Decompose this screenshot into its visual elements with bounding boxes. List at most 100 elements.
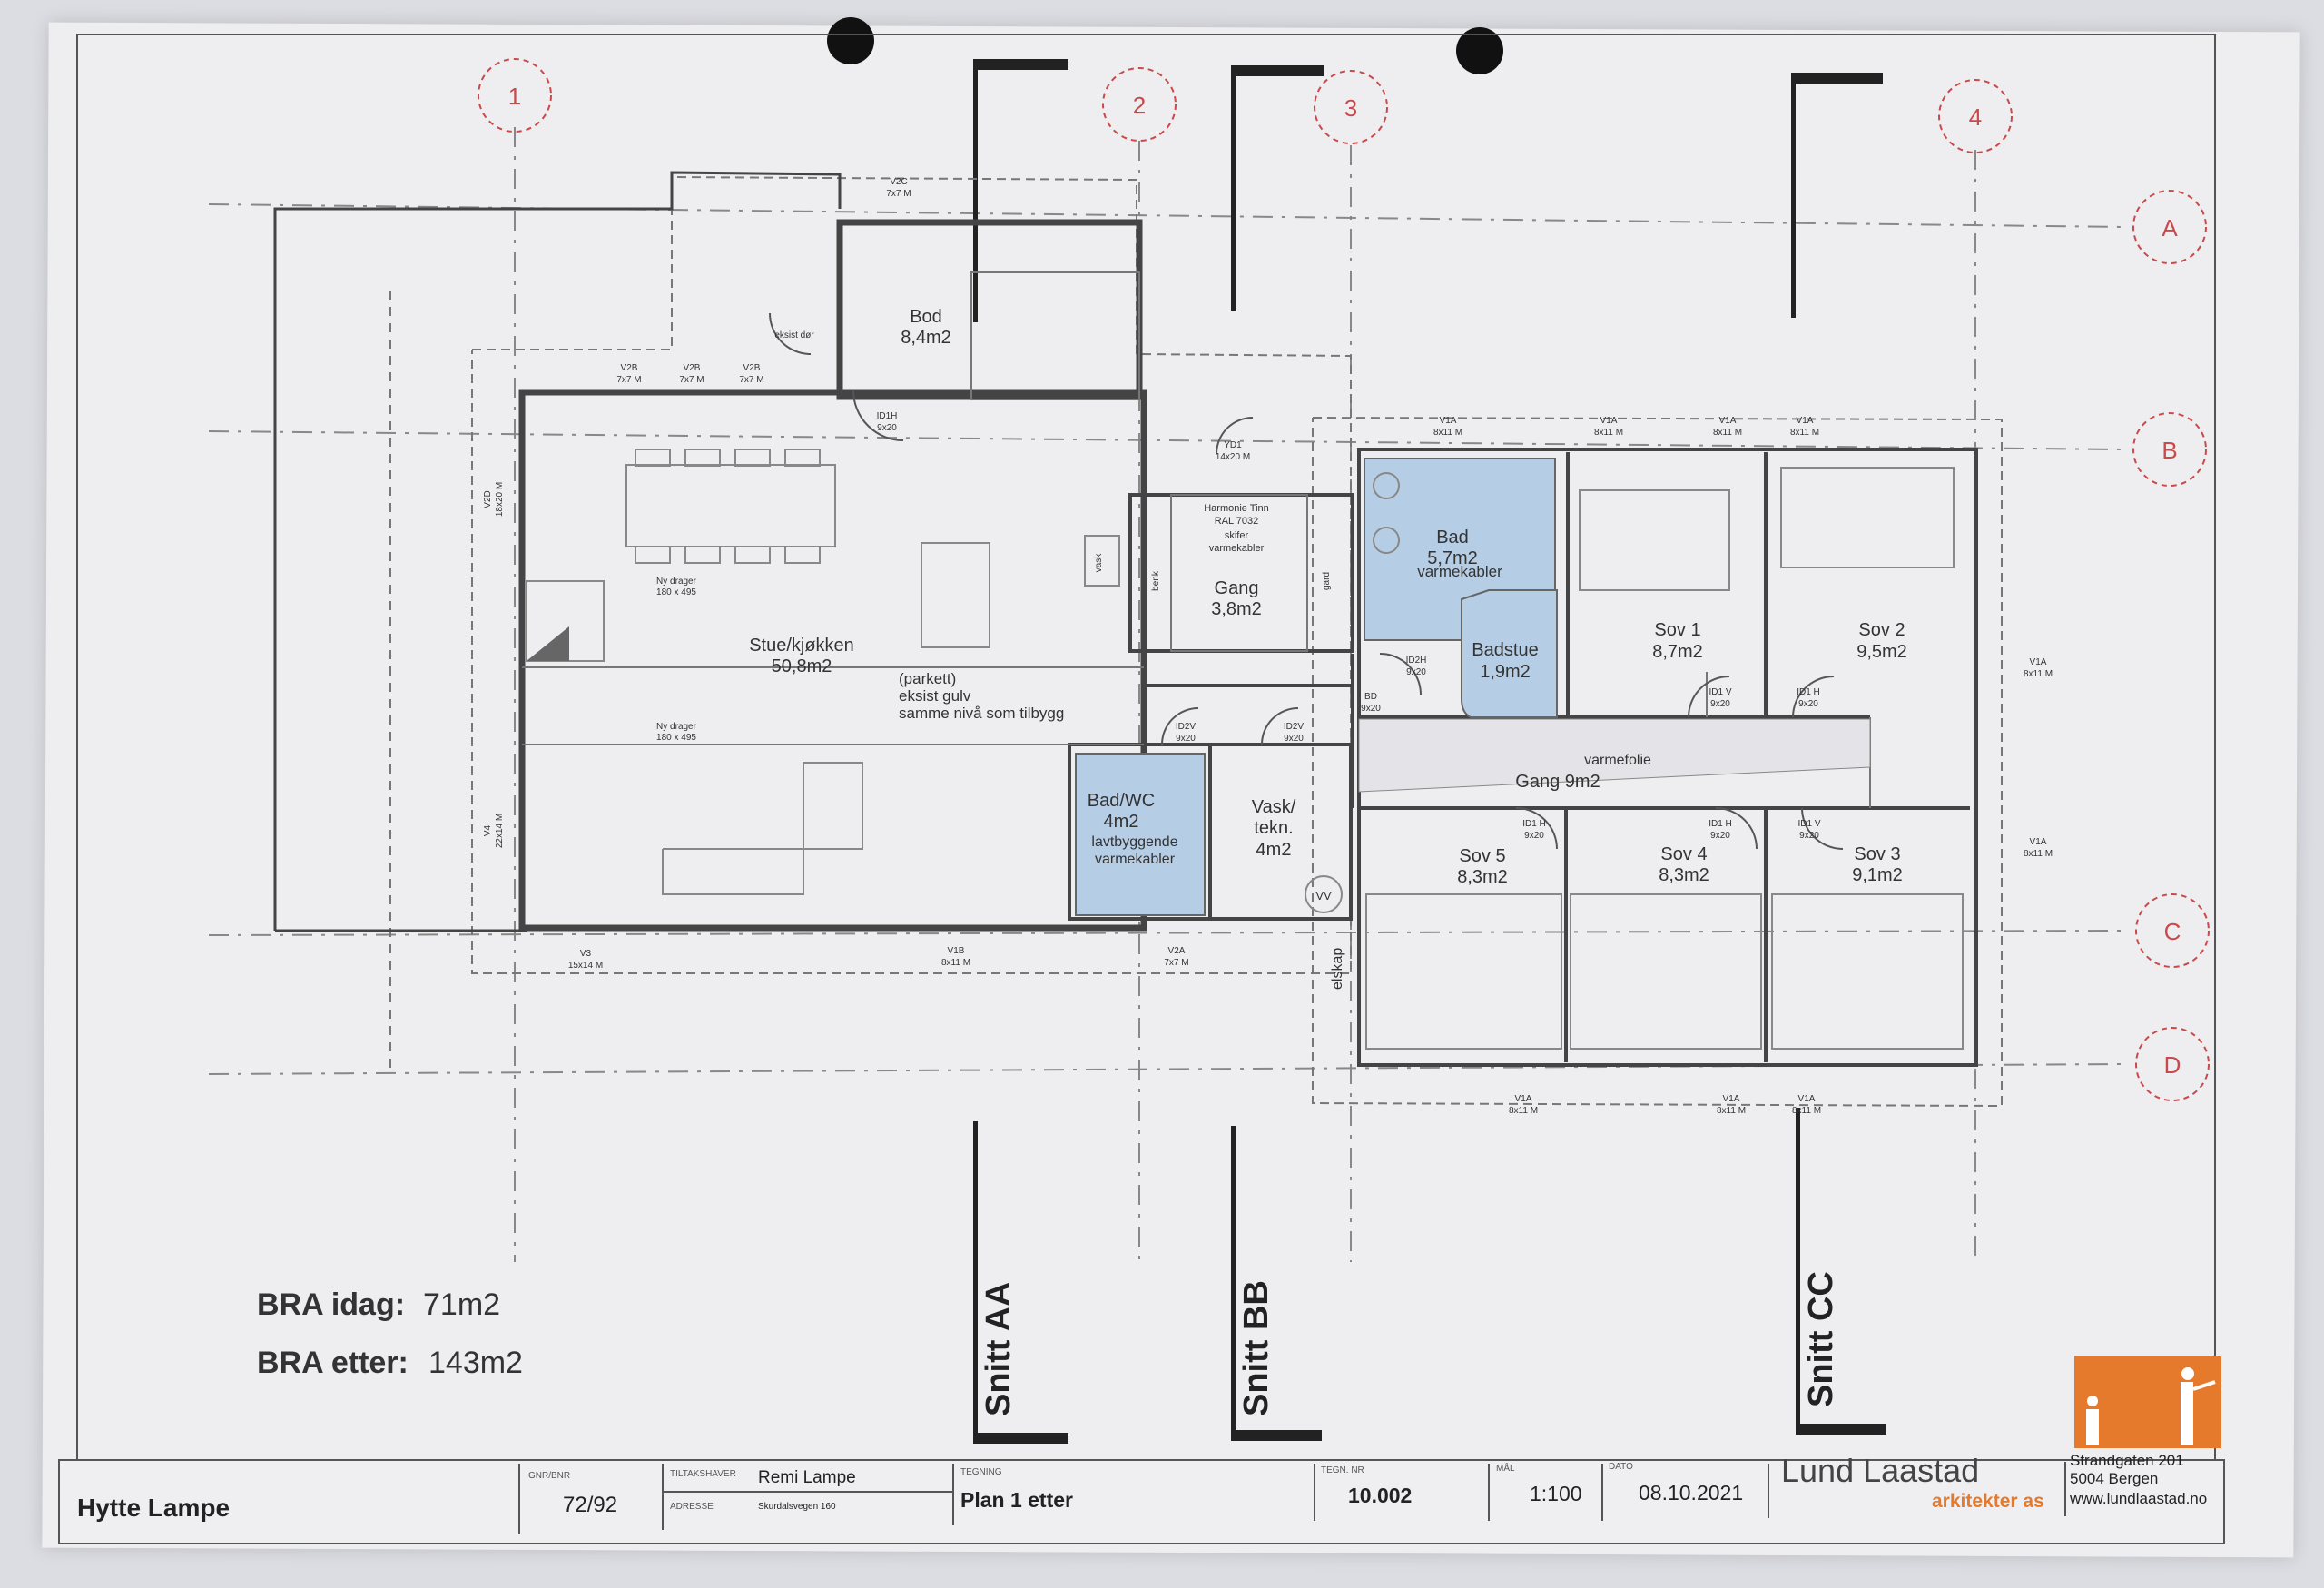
title-block: Hytte Lampe GNR/BNR 72/92 TILTAKSHAVER R… (58, 1452, 2225, 1544)
terrace-outline (273, 171, 842, 931)
bed-sov2 (1780, 467, 1955, 568)
tag-id2v-2-size: 9x20 (1284, 734, 1304, 744)
grid-label-3: 3 (1344, 94, 1357, 122)
owner-label: TILTAKSHAVER (670, 1469, 736, 1479)
bra-idag-label: BRA idag: (257, 1287, 405, 1322)
tag-bd-size: 9x20 (1361, 704, 1381, 714)
room-badwc-note1: lavtbyggende (1091, 834, 1177, 850)
bed-sov3 (1771, 893, 1964, 1050)
tag-id2v-1-size: 9x20 (1176, 734, 1196, 744)
tag-v1a-8-size: 8x11 M (1717, 1106, 1746, 1116)
grid-label-D: D (2164, 1051, 2181, 1079)
tag-v1a-1-size: 8x11 M (1433, 428, 1462, 438)
firm-web: www.lundlaastad.no (2069, 1490, 2207, 1507)
section-label-bb: Snitt BB (1237, 1280, 1275, 1416)
firm-subtitle: arkitekter as (1932, 1491, 2044, 1512)
badwc-floor (1075, 753, 1206, 916)
room-stue-name: Stue/kjøkken (749, 636, 854, 656)
drager-label-2: Ny drager (656, 722, 697, 732)
grid-bubble-4 (1938, 79, 2013, 153)
tag-v1a-6-size: 8x11 M (2024, 849, 2053, 859)
tag-v1a-9: V1A (1798, 1094, 1816, 1104)
tag-v2c-size: 7x7 M (886, 189, 911, 199)
room-vask-name2: tekn. (1254, 818, 1293, 838)
room-stue-note3: samme nivå som tilbygg (899, 705, 1064, 722)
address-label: ADRESSE (670, 1502, 714, 1512)
address-value: Skurdalsvegen 160 (758, 1502, 836, 1512)
tag-id1h: ID1H (877, 411, 898, 421)
grid-label-B: B (2162, 437, 2177, 464)
firm-logo (2074, 1356, 2221, 1448)
eksist-dor-label: eksist dør (774, 330, 814, 340)
vask-walls (1208, 743, 1353, 921)
grid-label-4: 4 (1969, 104, 1982, 131)
sofa (662, 762, 863, 895)
bed-sov5 (1365, 893, 1562, 1050)
tag-v2b-3-size: 7x7 M (739, 375, 763, 385)
room-gang1-name: Gang (1215, 578, 1259, 598)
gard-tag: gard (1322, 572, 1332, 590)
bed-sov4 (1570, 893, 1762, 1050)
room-bod-area: 8,4m2 (901, 328, 951, 348)
section-label-aa: Snitt AA (980, 1282, 1018, 1416)
stair (527, 626, 569, 661)
tag-v3-size: 15x14 M (568, 961, 603, 971)
grid-bubble-1 (478, 58, 552, 133)
punch-hole (827, 17, 874, 64)
room-gang1-note3: skifer (1225, 530, 1249, 541)
room-bad-note: varmekabler (1417, 563, 1502, 580)
scale-value: 1:100 (1530, 1482, 1582, 1505)
room-stue-area: 50,8m2 (772, 656, 832, 676)
room-badwc-area: 4m2 (1104, 812, 1139, 832)
section-markers (973, 59, 1886, 1444)
room-gang1-note1: Harmonie Tinn (1204, 503, 1269, 514)
grid-bubble-B (2132, 412, 2207, 487)
room-bad-area: 5,7m2 (1427, 548, 1478, 568)
tag-v1b: V1B (948, 946, 965, 956)
room-sov4-name: Sov 4 (1660, 844, 1707, 864)
grid-bubble-C (2135, 893, 2210, 968)
firm-name: Lund Laastad (1781, 1452, 1979, 1489)
tag-id1v-sov1-size: 9x20 (1710, 699, 1730, 709)
room-sov3-name: Sov 3 (1854, 844, 1900, 864)
tag-v2a: V2A (1168, 946, 1186, 956)
room-badwc-name: Bad/WC (1088, 791, 1155, 811)
tag-v2b-2: V2B (684, 363, 701, 373)
tag-v2a-size: 7x7 M (1164, 958, 1188, 968)
room-vask-name: Vask/ (1252, 797, 1296, 817)
bra-etter-value: 143m2 (428, 1346, 523, 1380)
room-bad-name: Bad (1436, 528, 1469, 547)
tag-id1h-sov5: ID1 H (1522, 819, 1546, 829)
scale-label: MÅL (1496, 1462, 1515, 1474)
room-badstue-area: 1,9m2 (1480, 662, 1531, 682)
room-gang1-note4: varmekabler (1209, 543, 1265, 554)
dining-table (625, 464, 836, 547)
room-sov2-area: 9,5m2 (1856, 642, 1907, 662)
room-bod-name: Bod (910, 307, 942, 327)
grid-label-1: 1 (508, 83, 521, 110)
room-sov5-area: 8,3m2 (1457, 867, 1508, 887)
drawing-value: Plan 1 etter (960, 1488, 1073, 1512)
tag-v2b-1-size: 7x7 M (616, 375, 641, 385)
tag-v1a-6: V1A (2030, 837, 2047, 847)
punch-hole (1456, 27, 1503, 74)
tag-v1a-3-size: 8x11 M (1713, 428, 1742, 438)
tag-v2d-size: 18x20 M (495, 482, 505, 517)
eaves-outline (471, 175, 1352, 974)
tag-id1h-sov4-size: 9x20 (1710, 831, 1730, 841)
room-badwc-note2: varmekabler (1095, 852, 1176, 867)
tag-id1h-sov2: ID1 H (1797, 687, 1820, 697)
number-label: TEGN. NR (1321, 1465, 1364, 1475)
kitchen-island (921, 542, 990, 648)
drager-size-2: 180 x 495 (656, 733, 696, 743)
room-stue-note2: eksist gulv (899, 687, 971, 705)
corridor (1358, 718, 1871, 793)
room-gang1-note2: RAL 7032 (1215, 516, 1259, 527)
gnr-label: GNR/BNR (528, 1471, 570, 1481)
tag-v2b-1: V2B (621, 363, 638, 373)
tag-id1v-sov1: ID1 V (1709, 687, 1731, 697)
vask-tag: vask (1094, 553, 1104, 573)
tag-v1a-4-size: 8x11 M (1790, 428, 1819, 438)
tag-id2v-2: ID2V (1284, 722, 1305, 732)
bed-sov1 (1579, 489, 1730, 591)
